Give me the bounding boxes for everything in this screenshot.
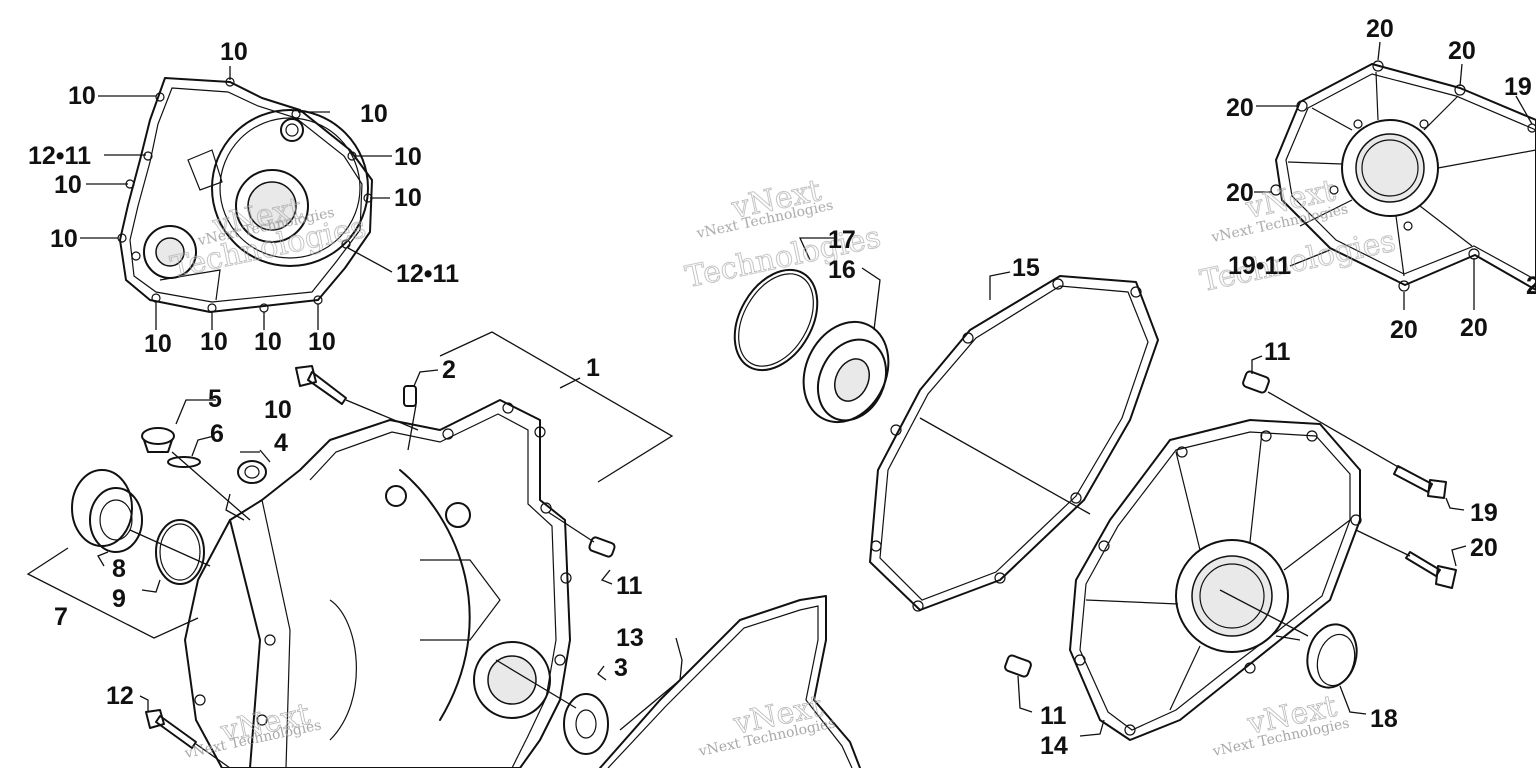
gasket-15 [869, 275, 1159, 612]
callout: 5 [208, 385, 222, 413]
callout: 14 [1040, 732, 1068, 760]
callout: 10 [50, 225, 78, 253]
plug-5 [141, 427, 175, 453]
gasket-13 [599, 595, 861, 768]
callout: 16 [828, 256, 856, 284]
leader-lines [97, 237, 1467, 768]
callout: 9 [112, 585, 126, 613]
callout: 6 [210, 420, 224, 448]
callout: 12•11 [396, 260, 459, 288]
bearing-3 [563, 693, 609, 755]
bracket-1 [439, 331, 674, 483]
snap-ring-17 [733, 268, 819, 372]
callout: 20 [1448, 37, 1476, 65]
inset-leader-lines [80, 41, 1533, 330]
oring-9 [155, 519, 205, 585]
callout: 7 [54, 603, 68, 631]
callout: 12•11 [28, 142, 91, 170]
callout: 20 [1460, 314, 1488, 342]
bearing-16 [802, 320, 890, 424]
callout: 20 [1226, 179, 1254, 207]
dowel-11-top [1242, 370, 1270, 394]
callout: 19•11 [1228, 252, 1291, 280]
callout: 2 [442, 356, 456, 384]
callout: 15 [1012, 254, 1040, 282]
callout: 10 [254, 328, 282, 356]
callout: 10 [144, 330, 172, 358]
callout: 19 [1470, 499, 1498, 527]
callout: 1 [586, 354, 600, 382]
callout: 10 [220, 38, 248, 66]
callout: 18 [1370, 705, 1398, 733]
callout: 10 [264, 396, 292, 424]
plug-8 [71, 469, 143, 553]
callout: 11 [1264, 338, 1291, 366]
callout: 20 [1366, 15, 1394, 43]
callout: 20 [1470, 534, 1498, 562]
oring-6 [167, 456, 201, 468]
callout: 11 [1040, 702, 1067, 730]
callout: 10 [394, 143, 422, 171]
callout: 13 [616, 624, 644, 652]
callout: 10 [68, 82, 96, 110]
callout: 10 [308, 328, 336, 356]
dowel-2 [403, 385, 417, 407]
seal-4 [237, 460, 267, 484]
callout: 3 [614, 654, 628, 682]
dowel-11-bottom [1004, 654, 1032, 678]
inset-cover-left [117, 77, 373, 313]
callout: 20 [1226, 94, 1254, 122]
dowel-11-left [588, 536, 616, 558]
callout: 4 [274, 429, 288, 457]
callout: 10 [394, 184, 422, 212]
seal-18 [1306, 623, 1358, 689]
callout: 19 [1504, 73, 1532, 101]
callout: 17 [828, 226, 856, 254]
callout: 10 [54, 171, 82, 199]
bolt-10 [295, 365, 347, 405]
watermark: vNext vNext Technologies Technologies vN… [167, 173, 1399, 762]
inset-cover-right [1270, 60, 1536, 292]
callout: 8 [112, 555, 126, 583]
bracket-7 [26, 547, 199, 639]
callout: 11 [616, 572, 643, 600]
callout: 20 [1390, 316, 1418, 344]
main-case-cover [184, 399, 572, 768]
callout: 10 [200, 328, 228, 356]
callout: 12 [106, 682, 134, 710]
callout: 2 [1526, 272, 1536, 300]
bolt-19 [1393, 465, 1447, 499]
bolt-12 [145, 709, 197, 749]
callout-labels: 10 10 10 12•11 10 10 10 10 12•11 10 10 1… [28, 15, 1536, 760]
bolt-20 [1405, 551, 1457, 589]
callout: 10 [360, 100, 388, 128]
